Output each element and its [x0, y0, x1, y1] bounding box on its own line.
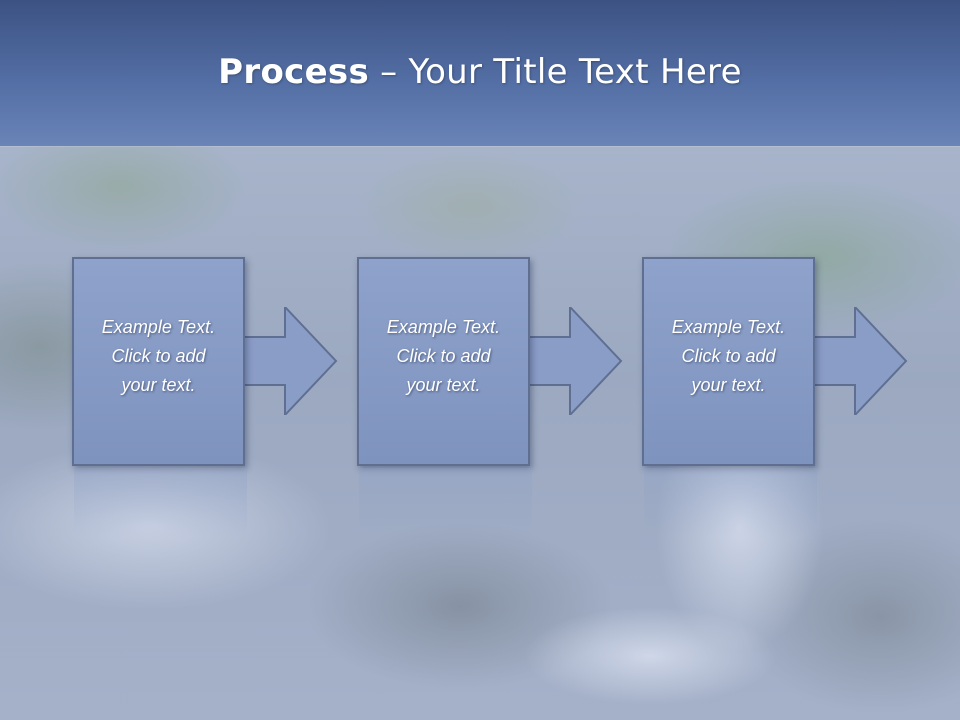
process-step-1[interactable]: Example Text. Click to add your text. — [72, 257, 247, 538]
step-1-text[interactable]: Example Text. Click to add your text. — [101, 317, 216, 395]
slide-title[interactable]: Process – Your Title Text Here — [0, 52, 960, 92]
step-1-reflection — [74, 468, 247, 538]
step-3-text[interactable]: Example Text. Click to add your text. — [671, 317, 786, 395]
step-2-reflection — [359, 468, 532, 538]
title-rest-part: – Your Title Text Here — [369, 52, 742, 92]
title-band: Process – Your Title Text Here — [0, 0, 960, 146]
process-arrow-3 — [813, 307, 908, 415]
step-2-text[interactable]: Example Text. Click to add your text. — [386, 317, 501, 395]
title-bold-part: Process — [218, 52, 370, 92]
process-step-3[interactable]: Example Text. Click to add your text. — [642, 257, 817, 538]
step-3-reflection — [644, 468, 817, 538]
process-arrow-2 — [528, 307, 623, 415]
process-step-2[interactable]: Example Text. Click to add your text. — [357, 257, 532, 538]
process-arrow-1 — [243, 307, 338, 415]
